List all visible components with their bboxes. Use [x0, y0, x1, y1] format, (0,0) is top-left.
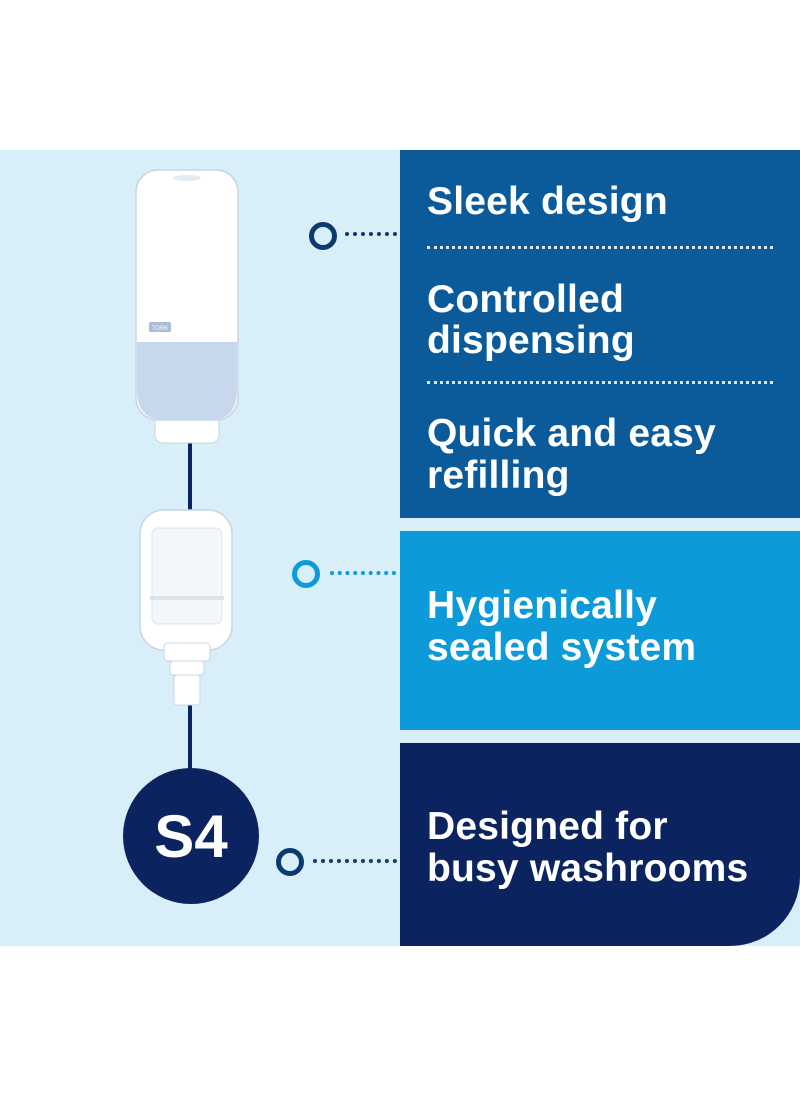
dotted-separator	[427, 246, 773, 249]
feature-sleek-design: Sleek design	[427, 180, 668, 223]
s4-badge: S4	[123, 768, 259, 904]
feature-controlled-line2: dispensing	[427, 319, 635, 362]
dotted-connector	[313, 859, 397, 863]
dispenser-illustration: TORK	[135, 169, 239, 790]
svg-text:TORK: TORK	[152, 326, 169, 332]
feature-block-hygiene: Hygienically sealed system	[400, 531, 800, 730]
connector-ring-icon	[292, 560, 320, 588]
feature-refilling-line1: Quick and easy	[427, 412, 716, 455]
feature-block-washrooms: Designed for busy washrooms	[400, 743, 800, 946]
connector-ring-icon	[276, 848, 304, 876]
dotted-separator	[427, 381, 773, 384]
dotted-connector	[345, 232, 397, 236]
feature-hygienic-line1: Hygienically	[427, 584, 658, 627]
feature-washrooms-line2: busy washrooms	[427, 847, 749, 890]
feature-block-design: Sleek design Controlled dispensing Quick…	[400, 150, 800, 518]
dotted-connector	[330, 571, 396, 575]
refill-cartridge-icon	[139, 509, 233, 706]
feature-controlled-line1: Controlled	[427, 278, 624, 321]
connector-ring-icon	[309, 222, 337, 250]
s4-badge-label: S4	[154, 802, 228, 870]
feature-refilling-line2: refilling	[427, 454, 570, 497]
feature-washrooms-line1: Designed for	[427, 805, 668, 848]
feature-hygienic-line2: sealed system	[427, 626, 697, 669]
soap-dispenser-icon: TORK	[135, 169, 239, 444]
